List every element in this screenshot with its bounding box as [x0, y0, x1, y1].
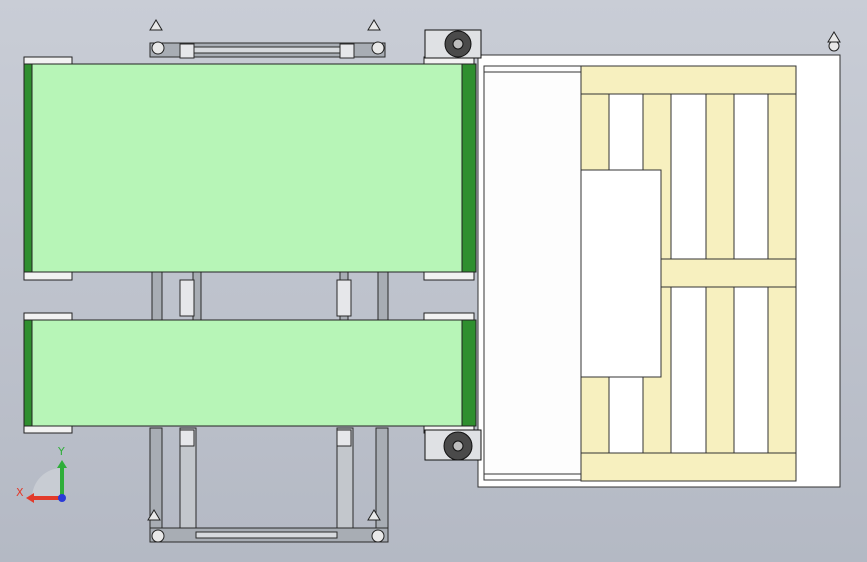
- triad-arc: [32, 468, 62, 498]
- mid-rail-right-2: [377, 271, 389, 321]
- gear-motor-top: [424, 29, 482, 59]
- roller-left: [23, 63, 33, 273]
- coordinate-triad: X Y: [16, 445, 67, 503]
- foot-screw: [367, 19, 381, 31]
- cargo-box: [580, 169, 662, 378]
- conveyor-end-cap: [423, 271, 475, 281]
- upper-belt-conveyor: [23, 56, 477, 281]
- y-axis-head: [57, 460, 67, 468]
- lower-belt-conveyor: [23, 312, 477, 434]
- foot-screw: [147, 509, 161, 521]
- conveyor-end-cap: [23, 271, 73, 281]
- top-frame-bar-inner: [189, 46, 351, 54]
- bottom-cross-bar-inner: [195, 531, 338, 539]
- pallet-gap: [670, 286, 707, 454]
- foot-screw: [367, 509, 381, 521]
- bracket: [336, 429, 352, 447]
- foot: [151, 41, 165, 55]
- roller-left: [23, 319, 33, 427]
- motor-shaft: [452, 38, 464, 50]
- mid-rail-left: [151, 271, 163, 321]
- foot: [371, 41, 385, 55]
- leveling-feet: [147, 19, 841, 543]
- foot-screw: [149, 19, 163, 31]
- pallet-gap: [733, 93, 769, 260]
- pallet-stringer: [580, 452, 797, 482]
- bracket: [339, 43, 355, 59]
- pallet-gap: [733, 286, 769, 454]
- pallet-platform: [477, 54, 841, 488]
- belt-surface: [23, 319, 477, 427]
- bracket: [179, 279, 195, 317]
- bracket: [179, 43, 195, 59]
- bracket: [179, 429, 195, 447]
- bracket: [336, 279, 352, 317]
- foot: [371, 529, 385, 543]
- bottom-rail-left: [149, 427, 163, 541]
- pallet-gap: [670, 93, 707, 260]
- foot: [151, 529, 165, 543]
- gear-motor-bottom: [424, 429, 482, 461]
- foot-screw: [827, 31, 841, 43]
- y-axis-label: Y: [57, 445, 65, 458]
- roller-right: [461, 319, 477, 427]
- motor-shaft: [452, 440, 464, 452]
- bottom-rail-right-2: [375, 427, 389, 541]
- z-axis-dot: [58, 494, 66, 502]
- x-axis-head: [26, 493, 34, 503]
- roller-right: [461, 63, 477, 273]
- x-axis-label: X: [16, 486, 24, 499]
- belt-surface: [23, 63, 477, 273]
- pallet-stringer: [580, 65, 797, 95]
